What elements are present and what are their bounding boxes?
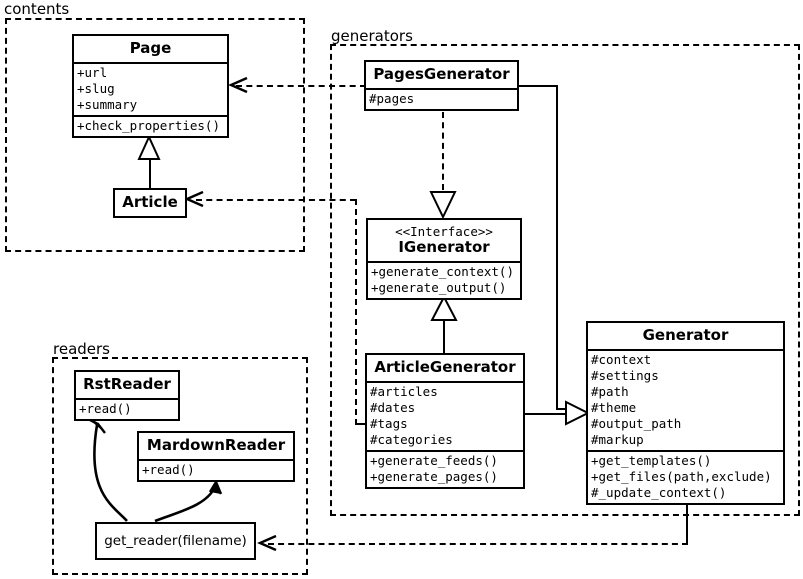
attribute: #categories [370, 432, 453, 447]
package-readers-label: readers [53, 340, 110, 358]
package-generators-label: generators [331, 27, 413, 45]
class-article-title: Article [122, 193, 178, 211]
conn-pagesgenerator-page [236, 85, 366, 87]
operation: #_update_context() [591, 485, 727, 500]
class-rstreader[interactable]: RstReader +read() [74, 370, 180, 421]
conn-articlegenerator-article-h1 [355, 423, 367, 425]
attribute: #context [591, 352, 652, 367]
conn-articlegenerator-generator-h [524, 413, 568, 415]
conn-generator-getreader-h [268, 543, 688, 545]
divider [366, 88, 517, 90]
attribute: #pages [369, 91, 415, 106]
class-page-title: Page [129, 39, 172, 57]
divider [367, 381, 523, 383]
package-generators [330, 44, 800, 516]
divider [588, 349, 783, 351]
conn-pagesgenerator-igenerator [442, 112, 444, 190]
attribute: #dates [370, 400, 416, 415]
attribute: #settings [591, 368, 659, 383]
attribute: #path [591, 384, 629, 399]
attribute: +url [77, 65, 108, 80]
operation: +generate_output() [371, 280, 507, 295]
attribute: #tags [370, 416, 408, 431]
divider [367, 450, 523, 452]
divider [74, 115, 227, 117]
class-page-operations: +check_properties() [74, 117, 227, 136]
class-generator-attributes: #context #settings #path #theme #output_… [588, 351, 783, 450]
divider [368, 261, 520, 263]
operation: +generate_pages() [370, 469, 498, 484]
conn-articlegenerator-igenerator [443, 317, 445, 355]
class-generator-operations: +get_templates() +get_files(path,exclude… [588, 452, 783, 503]
class-igenerator-operations: +generate_context() +generate_output() [368, 263, 520, 298]
class-igenerator-name: IGenerator [398, 238, 490, 256]
class-generator[interactable]: Generator #context #settings #path #them… [586, 321, 785, 505]
conn-article-page [149, 158, 151, 189]
operation: +get_templates() [591, 453, 712, 468]
class-page[interactable]: Page +url +slug +summary +check_properti… [72, 34, 229, 138]
class-igenerator-title: <<Interface>> IGenerator [368, 220, 520, 261]
attribute: #articles [370, 384, 438, 399]
operation: +generate_context() [371, 264, 514, 279]
attribute: +slug [77, 81, 115, 96]
function-get-reader[interactable]: get_reader(filename) [95, 522, 256, 560]
operation: +read() [142, 462, 195, 477]
class-articlegenerator-attributes: #articles #dates #tags #categories [367, 383, 523, 450]
conn-generator-getreader-v [686, 503, 688, 545]
package-contents [5, 18, 305, 252]
attribute: #theme [591, 400, 637, 415]
attribute: #markup [591, 432, 644, 447]
divider [76, 398, 178, 400]
class-articlegenerator-title: ArticleGenerator [374, 358, 516, 376]
class-mardownreader-title: MardownReader [146, 436, 286, 454]
class-articlegenerator-operations: +generate_feeds() +generate_pages() [367, 452, 523, 487]
class-pagesgenerator-attributes: #pages [366, 90, 517, 109]
attribute: #output_path [591, 416, 682, 431]
operation: +generate_feeds() [370, 453, 498, 468]
attribute: +summary [77, 97, 138, 112]
class-pagesgenerator[interactable]: PagesGenerator #pages [364, 60, 519, 111]
conn-pagesgenerator-generator-h2 [556, 408, 568, 410]
class-igenerator[interactable]: <<Interface>> IGenerator +generate_conte… [366, 218, 522, 300]
package-readers [52, 357, 308, 575]
divider [74, 62, 227, 64]
divider [588, 450, 783, 452]
class-generator-title: Generator [642, 326, 729, 344]
class-pagesgenerator-title: PagesGenerator [373, 65, 510, 83]
conn-articlegenerator-article-v [355, 199, 357, 425]
conn-pagesgenerator-generator-v [556, 85, 558, 410]
function-get-reader-label: get_reader(filename) [104, 533, 247, 549]
class-rstreader-title: RstReader [83, 375, 171, 393]
operation: +read() [79, 401, 132, 416]
operation: +get_files(path,exclude) [591, 469, 772, 484]
operation: +check_properties() [77, 118, 220, 133]
package-contents-label: contents [4, 0, 70, 18]
divider [139, 459, 293, 461]
class-igenerator-stereotype: <<Interface>> [395, 224, 493, 239]
class-article[interactable]: Article [113, 188, 187, 218]
class-articlegenerator[interactable]: ArticleGenerator #articles #dates #tags … [365, 353, 525, 489]
conn-pagesgenerator-generator-h1 [518, 85, 558, 87]
class-mardownreader[interactable]: MardownReader +read() [137, 431, 295, 482]
class-mardownreader-operations: +read() [139, 461, 293, 480]
conn-articlegenerator-article-h2 [196, 199, 356, 201]
class-page-attributes: +url +slug +summary [74, 64, 227, 115]
class-rstreader-operations: +read() [76, 400, 178, 419]
